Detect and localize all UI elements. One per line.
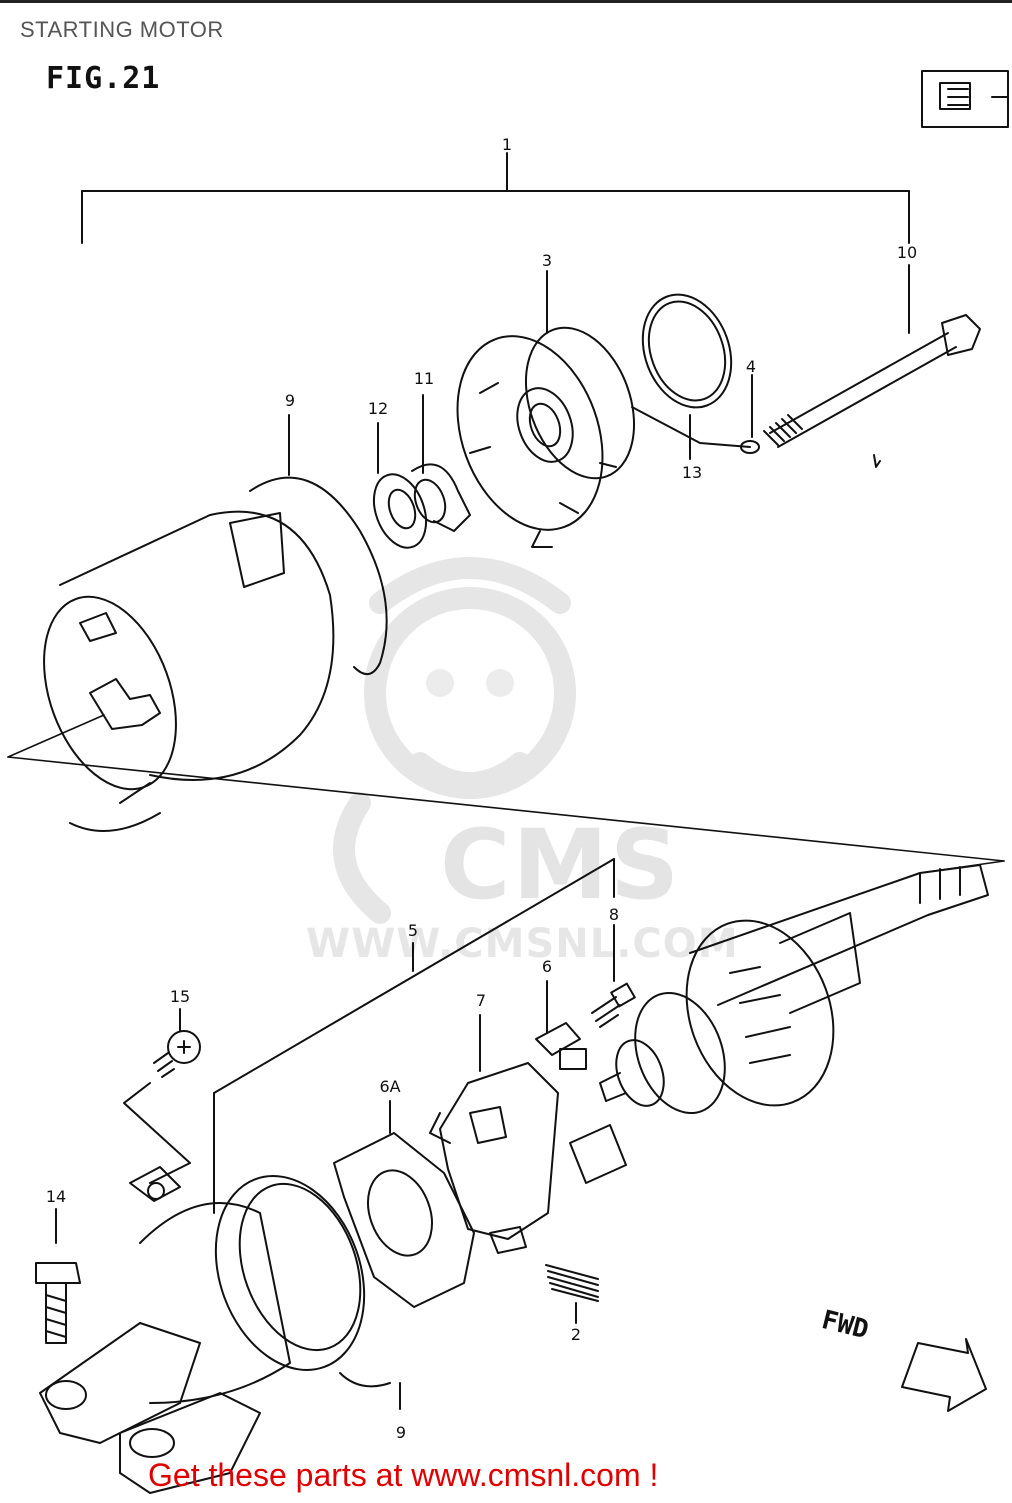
screw-and-brush xyxy=(535,924,636,1070)
callout-9-bottom: 9 xyxy=(395,1423,407,1442)
fwd-arrow xyxy=(901,1338,987,1412)
callout-6: 6 xyxy=(541,957,553,976)
callout-2: 2 xyxy=(570,1325,582,1344)
callout-11: 11 xyxy=(413,369,435,388)
callout-3: 3 xyxy=(541,251,553,270)
through-bolt xyxy=(763,264,981,448)
callout-5: 5 xyxy=(407,921,419,940)
insulator-washer xyxy=(372,394,471,549)
commutator-end-cover xyxy=(456,270,636,548)
watermark-mascot xyxy=(333,557,576,924)
washer xyxy=(740,374,760,454)
insulator-plate xyxy=(333,1100,475,1308)
brush-plate xyxy=(429,1014,627,1254)
guide-line xyxy=(7,756,1005,862)
page-index-mark xyxy=(921,70,1009,128)
page-title: STARTING MOTOR xyxy=(20,17,224,42)
callout-8: 8 xyxy=(608,905,620,924)
callout-15: 15 xyxy=(169,987,191,1006)
callout-6a: 6A xyxy=(379,1077,401,1096)
figure-label: FIG.21 xyxy=(46,61,161,96)
watermark-brand: CMS xyxy=(440,809,682,921)
o-ring-upper xyxy=(641,293,733,409)
watermark-url: WWW.CMSNL.COM xyxy=(306,921,739,967)
bolt-14 xyxy=(35,1208,81,1344)
bracket-group xyxy=(213,858,615,1214)
callout-7: 7 xyxy=(475,991,487,1010)
yoke-housing xyxy=(43,414,388,832)
callout-9-top: 9 xyxy=(284,391,296,410)
brush-spring xyxy=(545,1264,599,1324)
callout-14: 14 xyxy=(45,1187,67,1206)
buy-parts-link[interactable]: Get these parts at www.cmsnl.com ! xyxy=(148,1457,659,1493)
leader-13 xyxy=(631,406,751,448)
callout-10: 10 xyxy=(896,243,918,262)
callout-12: 12 xyxy=(367,399,389,418)
callout-1: 1 xyxy=(501,135,513,154)
screw-15 xyxy=(123,1008,201,1184)
callout-4: 4 xyxy=(745,357,757,376)
callout-13: 13 xyxy=(681,463,703,482)
assembly-bracket xyxy=(81,152,910,244)
stray-mark xyxy=(873,454,881,468)
armature xyxy=(599,864,989,1115)
housing-end-bracket xyxy=(39,1166,401,1494)
exploded-view-drawing xyxy=(7,70,1009,1494)
